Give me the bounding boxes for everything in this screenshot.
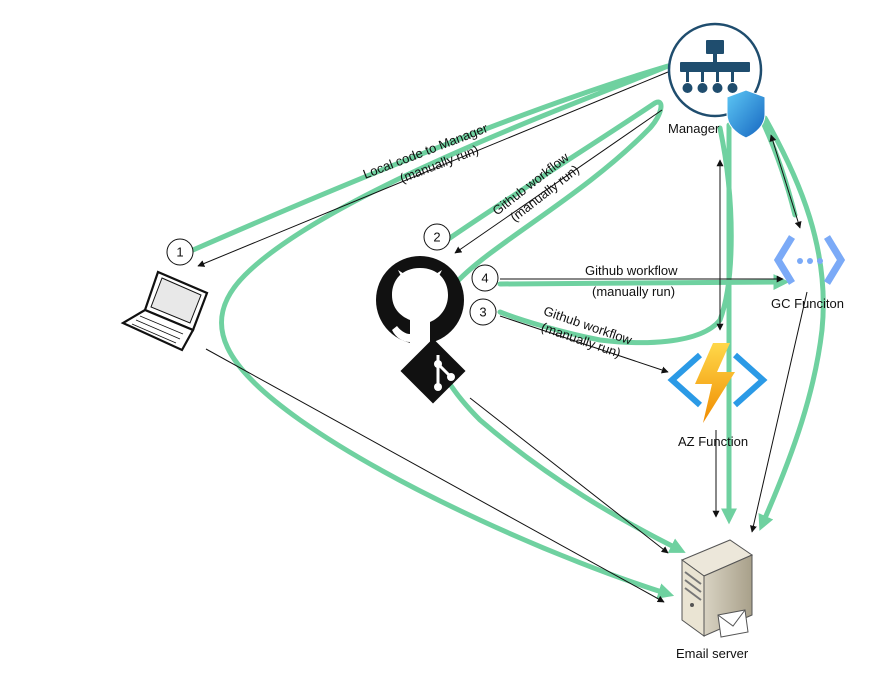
step-1-badge: 1 xyxy=(166,238,194,266)
az-function-icon: AZ Function xyxy=(667,343,768,449)
arrow-laptop-email xyxy=(205,348,665,603)
flow-github-manager-email xyxy=(430,99,686,553)
org-chart-icon xyxy=(680,40,750,93)
connector-arrows xyxy=(197,71,808,603)
step-1-label: 1 xyxy=(176,245,183,260)
github-to-gc-sublabel: (manually run) xyxy=(592,284,675,299)
email-server-icon: Email server xyxy=(676,539,754,661)
arrow-manager-laptop xyxy=(197,71,669,267)
manager-node: Manager xyxy=(667,22,766,139)
step-2-badge: 2 xyxy=(423,223,451,251)
git-icon xyxy=(400,338,466,404)
green-flow-paths xyxy=(190,63,826,599)
manager-label: Manager xyxy=(668,121,720,136)
flow-manager-gc-email xyxy=(758,115,826,531)
flow-github-gc xyxy=(497,274,790,291)
step-3-badge: 3 xyxy=(469,298,497,326)
az-function-label: AZ Function xyxy=(678,434,748,449)
arrow-github-az xyxy=(499,315,669,374)
laptop-icon xyxy=(120,270,209,352)
gc-function-label: GC Funciton xyxy=(771,296,844,311)
arrow-manager-gc xyxy=(769,134,802,229)
arrow-gc-email xyxy=(749,291,808,533)
shield-icon xyxy=(726,89,766,139)
step-4-badge: 4 xyxy=(471,264,499,292)
arrow-manager-github xyxy=(454,109,663,254)
github-to-gc-label: Github workflow xyxy=(585,263,678,278)
step-3-label: 3 xyxy=(479,305,486,320)
gc-function-icon: GC Funciton xyxy=(771,235,846,311)
step-4-label: 4 xyxy=(481,271,488,286)
email-server-label: Email server xyxy=(676,646,749,661)
step-badges: 1 2 3 4 xyxy=(166,223,499,326)
flow-laptop-manager-email xyxy=(190,63,675,599)
github-icon xyxy=(376,256,464,346)
arrow-github-email xyxy=(469,397,669,554)
step-2-label: 2 xyxy=(433,230,440,245)
